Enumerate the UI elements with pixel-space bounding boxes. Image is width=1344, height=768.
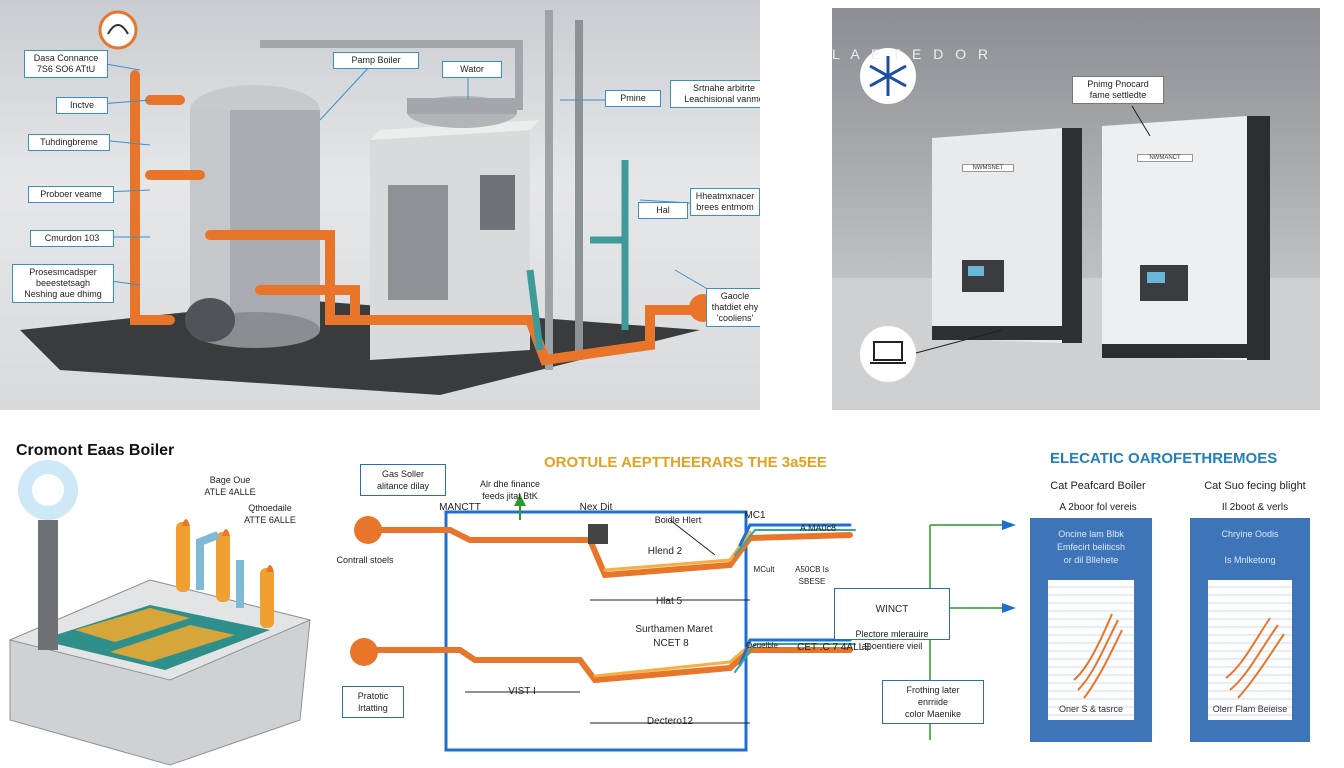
flue-pipe [38,520,58,650]
laptop-icon [860,326,916,382]
heat-flow-diagram: OROTULE AEPTTHEERARS THE 3a5EE [330,440,1020,768]
unit-right-label: NWMANCT [1137,154,1193,162]
col1-card: Oncine lam Blbk Emfecirt beliticsh or di… [1030,518,1152,742]
winct-desc: Plectore mlerauire apoentiere vieil [855,629,929,651]
electric-comparison: ELECATIC OAROFETHREMOES Cat Peafcard Boi… [1020,440,1344,768]
electric-units-illustration: L A E T E D O R Pnimg Pnocard fame settl… [832,8,1320,410]
label-hend2: Hlend 2 [647,546,683,557]
label-cetc: CET .C 7 4ALLE [797,642,871,653]
col1-sub: A 2boor fol vereis [1059,502,1137,513]
pump-node-lower [350,638,378,666]
col2-top-text: Chryine Oodis Is Mnlketong [1221,529,1279,565]
winct-title: WINCT [875,604,909,615]
vertical-pipe [545,10,553,370]
label-mcuit: MCult [753,565,775,574]
gas-boiler-illustration: Dasa Connance 7S6 SO6 ATtU Inctve Tuhdin… [0,0,760,410]
label-vist: VIST I [508,686,536,697]
arrow-right-icon [1002,603,1016,613]
arrow-right-icon [1002,520,1016,530]
brand-wordmark: L A E T E D O R [832,46,993,62]
callout-combustion: Cmurdon 103 [30,230,114,247]
callout-pump: Pmine [605,90,661,107]
flow-diagram-title: OROTULE AEPTTHEERARS THE 3a5EE [544,454,827,471]
supply-pipe-lower [367,647,853,684]
callout-guide: Gaocle thatdiet ehy 'cooliens' [706,288,760,327]
label-b: Qthoedaile ATTE 6ALLE [244,503,296,525]
col1-heading: Cat Peafcard Boiler [1050,480,1146,492]
label-alt-heat: Alr dhe finance feeds jitat BtK [479,479,541,501]
callout-water: Wator [442,61,502,78]
electric-comparison-title: ELECATIC OAROFETHREMOES [1050,450,1278,467]
callout-heat-exchanger: Hheatmxnacer brees entmom [690,188,760,216]
pump-node-upper [354,516,382,544]
frothing-box: Frothing later enrriide color Maenike [882,680,984,724]
prostic-box: Pratotic lrtatting [342,686,404,718]
label-next-dit: Nex Dit [579,502,613,513]
vertical-pipe [515,40,523,110]
label-mc1: MC1 [744,510,766,521]
boiler-room-drawing [20,10,736,395]
col1-heat-graph [1073,613,1123,699]
boiler-cutaway-drawing [8,460,312,766]
supply-pipe-upper [367,527,853,579]
electric-units-drawing [832,48,1320,410]
callout-heat: Hal [638,202,688,219]
callout-tubing: Tuhdingbreme [28,134,110,151]
callout-pump-boiler: Pamp Boiler [333,52,419,69]
note-callout: Pnimg Pnocard fame settledte [1072,76,1164,104]
label-a-mac: A MA0c8 [799,523,837,533]
return-loop [444,510,748,752]
label-mantt-top: MANCTT [439,502,481,513]
label-hat5: Hlat 5 [655,596,683,607]
col1-top-text: Oncine lam Blbk Emfecirt beliticsh or di… [1056,529,1126,565]
valve-block [588,524,608,544]
callout-system-control: Srtnahe arbitrte Leachisional vanme [670,80,760,108]
flow-pipes-drawing [350,494,1016,752]
vertical-pipe [575,20,583,360]
col2-card: Chryine Oodis Is Mnlketong Olerr Flam Be… [1190,518,1310,742]
burner-tube [176,522,190,592]
burner-tube [216,532,230,602]
electric-unit-left [932,128,1082,343]
callout-pressure: Proboer veame [28,186,114,203]
col2-bottom-text: Olerr Flam Beieise [1212,704,1288,714]
tank-outlet [185,298,235,342]
gas-boiler-cutaway: Cromont Eaas Boiler Bage Oue ATLE 4ALLE … [0,430,330,768]
unit-left-label: NWMSNET [962,164,1014,172]
col1-bottom-text: Oner S & tasrce [1058,704,1124,714]
callout-condensate: Prosesmcadsper beeestetsagh Neshing aue … [12,264,114,303]
label-ncet8: NCET 8 [653,638,689,649]
cabinet-window [388,185,448,300]
teal-pipe-network [526,160,629,351]
brand-logo-icon [98,10,138,50]
label-control-stoels: Contrall stoels [336,555,394,565]
gas-boiler-title: Cromont Eaas Boiler [16,442,175,459]
label-boiler-heat: Boidle Hlert [654,515,702,525]
gas-boiler-box: Gas Soller alitance dilay [360,464,446,496]
col2-sub: Il 2boot & verls [1221,502,1289,513]
col2-heat-graph [1225,617,1285,699]
burner-tube [260,568,274,628]
callout-gas-connection: Dasa Connance 7S6 SO6 ATtU [24,50,108,78]
label-a50c: A50CB Is SBESE [795,565,829,586]
horizontal-pipe [260,40,520,48]
label-subthamen: Surthamen Maret [635,624,713,635]
label-oeutble: Oeuelble [745,641,779,650]
winct-box: WINCT Plectore mlerauire apoentiere viei… [834,588,950,651]
electric-unit-right [1102,116,1270,360]
col2-heading: Cat Suo fecing blight [1204,480,1306,492]
label-dectero: Dectero12 [646,716,694,727]
callout-intake: Inctve [56,97,108,114]
label-a: Bage Oue ATLE 4ALLE [204,475,256,497]
